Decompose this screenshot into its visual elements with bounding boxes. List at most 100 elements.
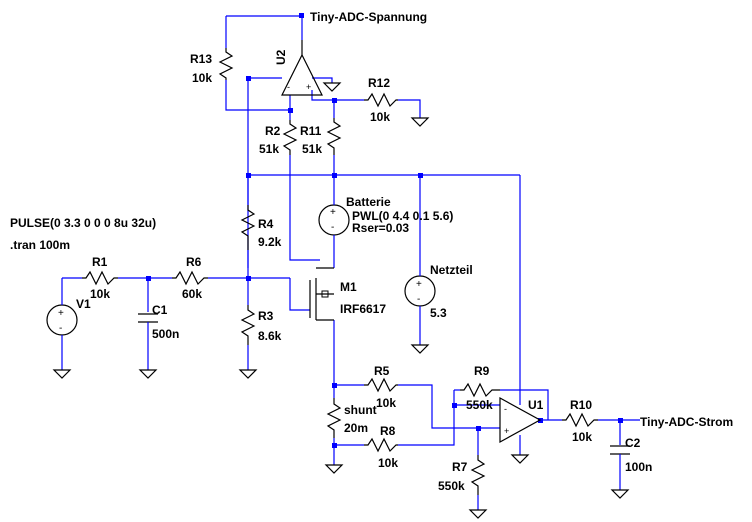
r1-name: R1 [92,255,108,269]
ground-symbol [324,464,344,474]
r2-name: R2 [265,124,281,138]
pulse-directive: PULSE(0 3.3 0 0 0 8u 32u) [10,216,156,230]
r7-name: R7 [452,460,468,474]
resistor-r2 [282,120,298,155]
r12-value: 10k [370,110,390,124]
r3-name: R3 [258,309,274,323]
resistor-r6 [172,270,208,286]
r10-value: 10k [572,430,592,444]
r1-value: 10k [90,287,110,301]
c2-value: 100n [625,460,652,474]
resistor-r8 [364,437,398,453]
svg-text:-: - [59,323,62,334]
m1-name: M1 [340,280,357,294]
ground-symbol [410,344,430,354]
shunt-name: shunt [344,403,377,417]
junction-dot [299,13,304,18]
resistor-r12 [364,92,398,108]
resistor-r4 [240,205,256,250]
r11-name: R11 [300,124,322,138]
opamp-u1: - + [499,396,542,444]
voltage-source-battery: + - [318,200,350,240]
junction-dot [246,173,251,178]
mosfet-m1 [309,267,334,321]
r3-value: 8.6k [258,329,282,343]
resistor-shunt [326,398,342,438]
junction-dot [288,108,293,113]
junction-dot [476,426,481,431]
m1-value: IRF6617 [340,302,386,316]
labels: Tiny-ADC-Spannung R13 10k U2 R12 10k R2 … [10,10,733,493]
resistor-r13 [218,48,234,80]
junction-dot [332,383,337,388]
capacitor-c2 [610,445,630,460]
r13-value: 10k [192,71,212,85]
junction-dot [332,98,337,103]
resistor-r10 [562,412,598,428]
v1-name: V1 [76,297,91,311]
r6-value: 60k [182,287,202,301]
ground-symbol [468,509,488,519]
c1-value: 500n [152,327,179,341]
ground-symbol [510,454,530,464]
c2-name: C2 [625,436,641,450]
r5-name: R5 [374,364,390,378]
r6-name: R6 [186,255,202,269]
r9-name: R9 [474,364,490,378]
battery-value: PWL(0 4.4 0.1 5.6) [352,209,453,223]
ground-symbol [322,82,342,92]
svg-text:+: + [58,308,64,319]
opamp-u2: - + [281,40,323,96]
wires [61,15,640,510]
shunt-value: 20m [344,421,368,435]
r2-value: 51k [259,142,279,156]
resistor-r5 [364,377,398,393]
junction-dot [332,443,337,448]
ground-symbol [610,489,630,499]
junction-dot [418,173,423,178]
r4-value: 9.2k [258,235,282,249]
svg-text:+: + [416,279,422,290]
r7-value: 550k [438,479,465,493]
ground-symbol [138,369,158,379]
r8-name: R8 [380,424,396,438]
u1-name: U1 [528,398,544,412]
netzteil-value: 5.3 [430,306,447,320]
r9-value: 550k [466,398,493,412]
junction-dot [146,276,151,281]
r5-value: 10k [376,396,396,410]
junction-dot [246,76,251,81]
battery-extra: Rser=0.03 [352,221,409,235]
r11-value: 51k [302,142,322,156]
resistor-r11 [326,118,342,155]
svg-text:-: - [504,404,507,414]
ground-symbol [52,369,72,379]
junction-dot [452,403,457,408]
svg-text:-: - [417,294,420,305]
resistor-r1 [82,270,118,286]
ground-symbol [410,117,430,127]
svg-text:+: + [504,426,509,436]
r10-name: R10 [570,398,592,412]
junction-dot [538,418,543,423]
junctions [146,13,623,448]
net-label-adc-current: Tiny-ADC-Strom [640,415,733,429]
r4-name: R4 [258,217,274,231]
ground-symbol [238,369,258,379]
svg-text:-: - [287,82,290,92]
resistor-r3 [240,305,256,345]
junction-dot [332,173,337,178]
r13-name: R13 [190,52,212,66]
svg-text:+: + [330,207,336,218]
capacitor-c1 [138,313,158,330]
svg-text:-: - [331,222,334,233]
netzteil-name: Netzteil [430,263,473,277]
junction-dot [246,276,251,281]
c1-name: C1 [152,303,168,317]
svg-text:+: + [306,82,311,92]
tran-directive: .tran 100m [10,238,70,252]
r8-value: 10k [378,456,398,470]
u2-name: U2 [274,49,288,65]
